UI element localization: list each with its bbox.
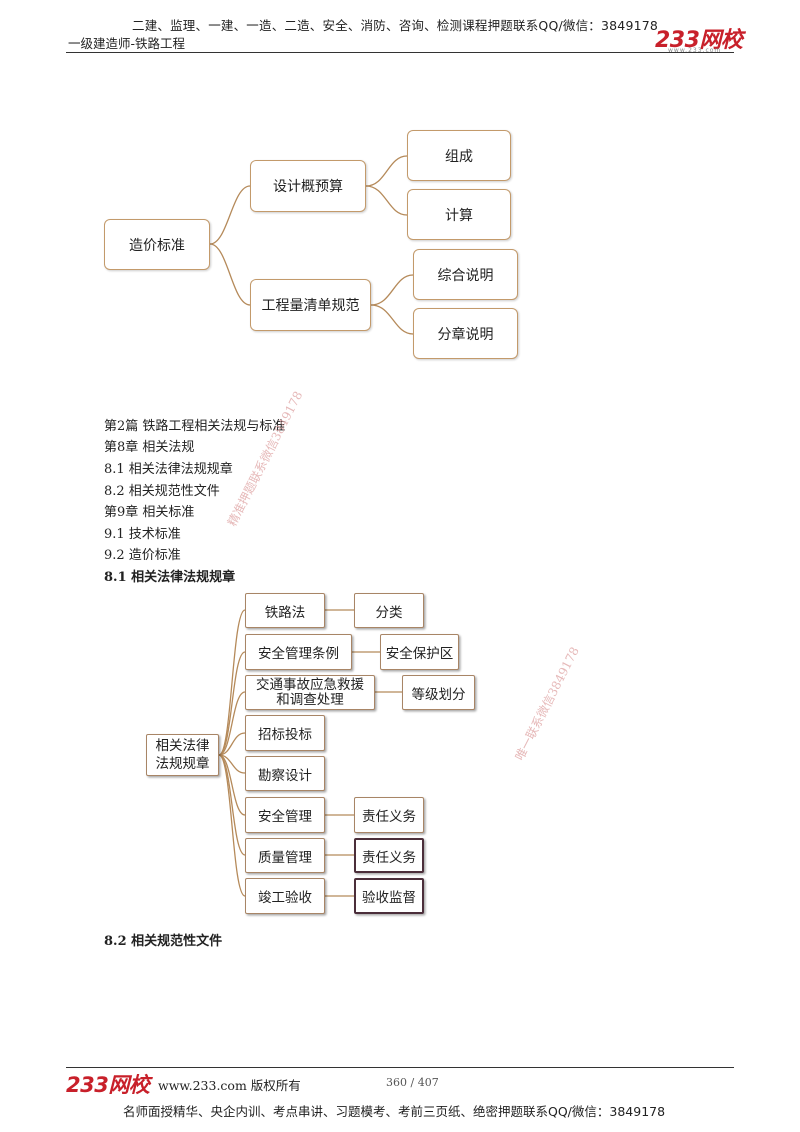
mindmap-1-branch-design-budget: 设计概预算: [250, 160, 366, 212]
header-promo-text: 二建、监理、一建、一造、二造、安全、消防、咨询、检测课程押题联系QQ/微信：38…: [132, 18, 659, 33]
mindmap-2-root-line2: 法规规章: [155, 755, 210, 772]
footer-promo-text: 名师面授精华、央企内训、考点串讲、习题模考、考前三页纸、绝密押题联系QQ/微信：…: [123, 1104, 666, 1119]
header-divider: [66, 52, 734, 53]
toc-chapter-8: 第8章 相关法规: [104, 440, 195, 455]
toc-section-8-2: 8.2 相关规范性文件: [104, 484, 220, 499]
mindmap-1-root: 造价标准: [104, 219, 210, 270]
mindmap-2-branch-bidding: 招标投标: [245, 715, 325, 751]
mindmap-2-branch-railway-law: 铁路法: [245, 593, 325, 628]
mindmap-2-branch-safety-regulation: 安全管理条例: [245, 634, 352, 670]
page-number: 360 / 407: [386, 1076, 439, 1089]
mindmap-1-connectors: [209, 155, 414, 335]
footer-divider: [66, 1067, 734, 1068]
mindmap-2-leaf-classification: 分类: [354, 593, 424, 628]
brand-logo-subtitle: www.233.com: [668, 47, 722, 54]
mindmap-2-leaf-safety-zone: 安全保护区: [380, 634, 459, 670]
mindmap-2-root-line1: 相关法律: [155, 738, 210, 755]
mindmap-2-branch-accident-rescue-line2: 和调查处理: [276, 691, 344, 708]
mindmap-2-branch-safety-management: 安全管理: [245, 797, 325, 833]
toc-section-9-1: 9.1 技术标准: [104, 527, 181, 542]
mindmap-2-branch-quality-management: 质量管理: [245, 838, 325, 873]
mindmap-1-leaf-general-notes: 综合说明: [413, 249, 518, 300]
footer-copyright: www.233.com 版权所有: [158, 1078, 301, 1093]
footer-brand-logo: 233网校: [66, 1073, 150, 1097]
brand-logo: 233网校: [655, 28, 743, 53]
toc-section-8-1: 8.1 相关法律法规规章: [104, 462, 233, 477]
mindmap-1-leaf-calculation: 计算: [407, 189, 511, 240]
mindmap-2-leaf-responsibility-2: 责任义务: [354, 838, 424, 873]
mindmap-2-branch-survey-design: 勘察设计: [245, 756, 325, 791]
mindmap-2-root: 相关法律 法规规章: [146, 734, 219, 776]
mindmap-1-branch-bill-spec: 工程量清单规范: [250, 279, 371, 331]
mindmap-2-leaf-grade-division: 等级划分: [402, 675, 475, 710]
mindmap-1-leaf-chapter-notes: 分章说明: [413, 308, 518, 359]
toc-part-2: 第2篇 铁路工程相关法规与标准: [104, 419, 286, 434]
toc-chapter-9: 第9章 相关标准: [104, 505, 195, 520]
mindmap-2-leaf-responsibility-1: 责任义务: [354, 797, 424, 833]
mindmap-2-branch-completion-acceptance: 竣工验收: [245, 878, 325, 914]
mindmap-2-branch-accident-rescue-line1: 交通事故应急救援: [256, 677, 364, 694]
header-subject-title: 一级建造师-铁路工程: [68, 36, 186, 51]
section-heading-8-1: 8.1 相关法律法规规章: [104, 570, 236, 585]
mindmap-2-branch-accident-rescue: 交通事故应急救援 和调查处理: [245, 675, 375, 710]
mindmap-2-leaf-acceptance-supervision: 验收监督: [354, 878, 424, 914]
mindmap-1-leaf-composition: 组成: [407, 130, 511, 181]
section-heading-8-2: 8.2 相关规范性文件: [104, 934, 223, 949]
toc-section-9-2: 9.2 造价标准: [104, 548, 181, 563]
